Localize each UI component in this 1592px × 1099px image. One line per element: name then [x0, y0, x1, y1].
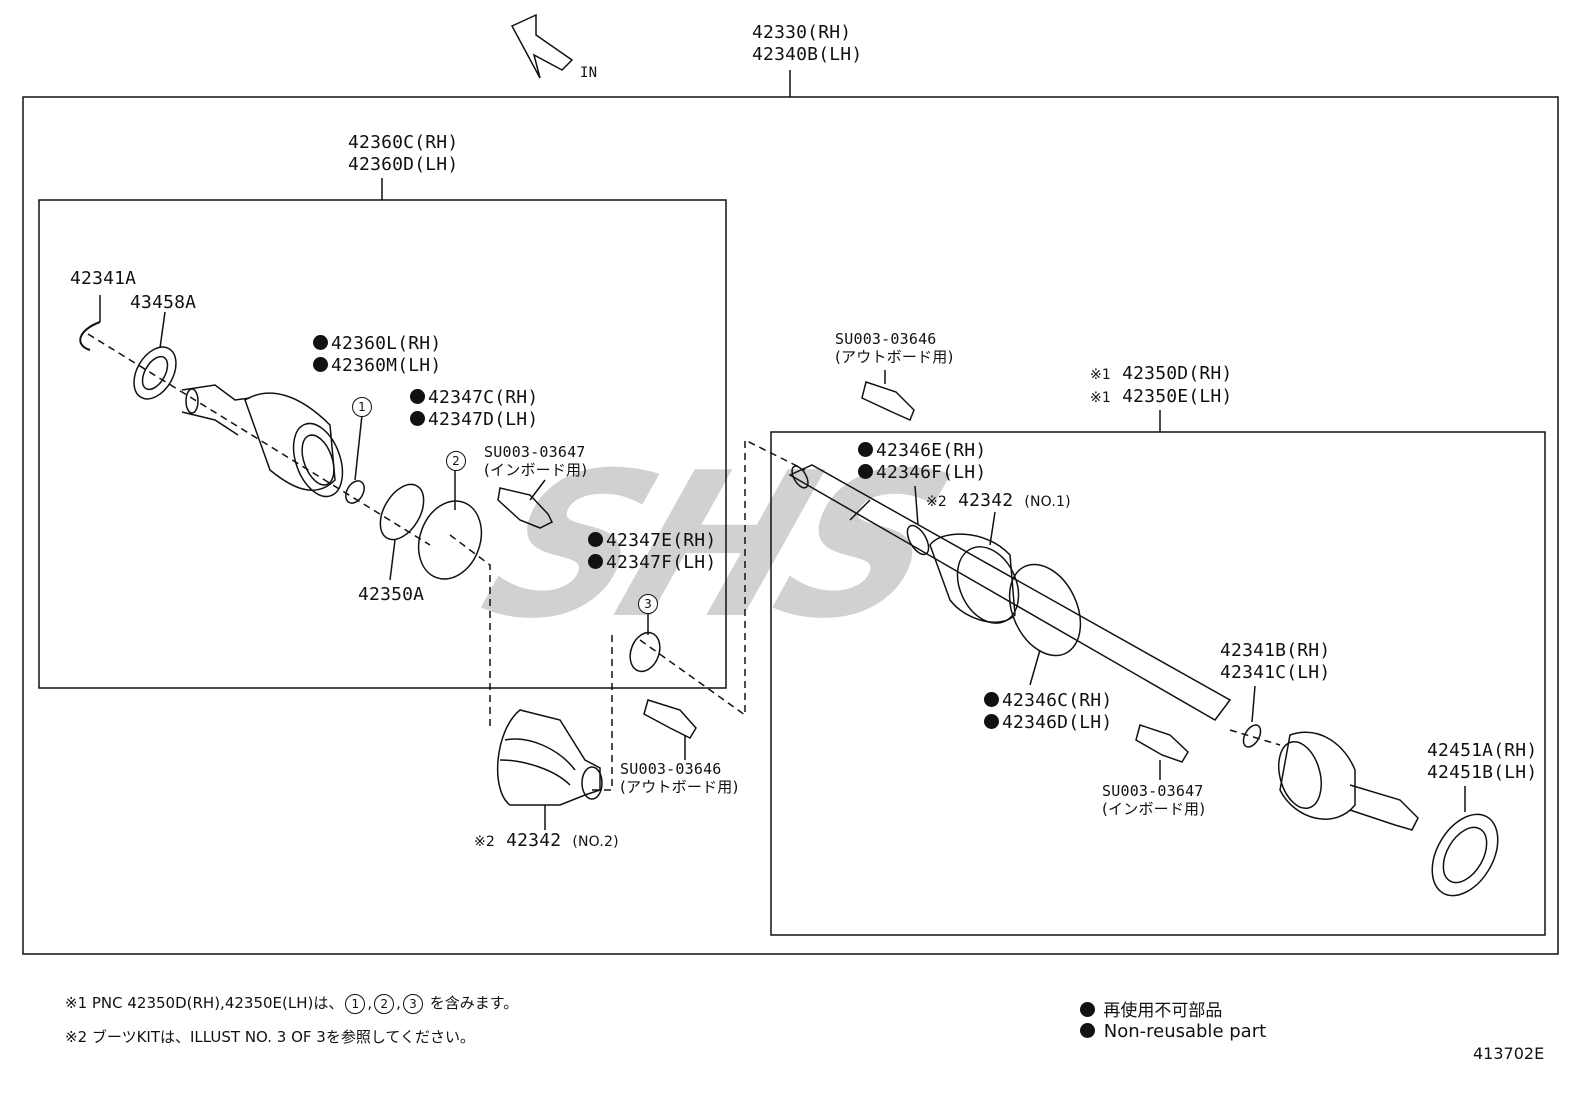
non-reusable-icon [410, 411, 425, 426]
non-reusable-icon [984, 692, 999, 707]
su-outboard-2[interactable]: SU003-03646 (アウトボード用) [620, 760, 739, 796]
su-inboard-2-code: SU003-03647 [1102, 782, 1204, 800]
part-42360L-M[interactable]: 42360L(RH) 42360M(LH) [313, 333, 441, 377]
part-42346D: 42346D(LH) [1002, 712, 1113, 733]
outboard-group-mark-2: ※1 [1090, 390, 1112, 406]
part-42341B: 42341B(RH) [1220, 640, 1331, 661]
outboard-group-part-number[interactable]: ※1 42350D(RH) ※1 42350E(LH) [1090, 363, 1232, 409]
part-42347C-D[interactable]: 42347C(RH) 42347D(LH) [410, 387, 538, 431]
su-inboard-1-note: (インボード用) [484, 461, 588, 479]
boot-no2-mark: ※2 [474, 834, 496, 850]
footnote-circle-1: 1 [345, 994, 366, 1014]
part-42346F: 42346F(LH) [876, 462, 987, 483]
legend-jp-text: 再使用不可部品 [1103, 1001, 1223, 1021]
su-outboard-1-code: SU003-03646 [835, 330, 937, 348]
su-inboard-1-code: SU003-03647 [484, 443, 586, 461]
callout-circle-3: 3 [638, 594, 658, 614]
boot-no1[interactable]: ※2 42342 (NO.1) [926, 490, 1071, 513]
callout-circle-1: 1 [352, 397, 372, 417]
footnote-2: ※2 ブーツKITは、ILLUST NO. 3 OF 3を参照してください。 [65, 1028, 475, 1046]
non-reusable-icon [313, 335, 328, 350]
part-42341C: 42341C(LH) [1220, 662, 1331, 683]
footnote-circle-3: 3 [402, 994, 423, 1014]
su-outboard-1[interactable]: SU003-03646 (アウトボード用) [835, 330, 954, 366]
su-inboard-2-note: (インボード用) [1102, 800, 1206, 818]
non-reusable-icon [410, 389, 425, 404]
non-reusable-icon [1080, 1002, 1095, 1017]
legend-en-text: Non-reusable part [1103, 1021, 1267, 1042]
assembly-rh: 42330(RH) [752, 22, 852, 43]
part-42346E: 42346E(RH) [876, 440, 987, 461]
part-42451A: 42451A(RH) [1427, 740, 1538, 761]
in-arrow-icon [510, 13, 574, 79]
inboard-group-part-number[interactable]: 42360C(RH) 42360D(LH) [348, 132, 458, 176]
part-42341A[interactable]: 42341A [70, 268, 137, 289]
part-42341B-C[interactable]: 42341B(RH) 42341C(LH) [1220, 640, 1330, 684]
non-reusable-icon [984, 714, 999, 729]
footnote-1: ※1 PNC 42350D(RH),42350E(LH)は、1,2,3 を含みま… [65, 992, 518, 1014]
direction-label: IN [580, 65, 598, 81]
footnote-1-text: ※1 PNC 42350D(RH),42350E(LH)は、 [65, 994, 344, 1012]
callout-circle-2: 2 [446, 451, 466, 471]
non-reusable-icon [1080, 1023, 1095, 1038]
part-42346C: 42346C(RH) [1002, 690, 1113, 711]
su-outboard-2-code: SU003-03646 [620, 760, 722, 778]
non-reusable-icon [588, 532, 603, 547]
su-inboard-1[interactable]: SU003-03647 (インボード用) [484, 443, 587, 479]
part-42360L: 42360L(RH) [331, 333, 442, 354]
part-42347D: 42347D(LH) [428, 409, 539, 430]
outboard-frame [770, 431, 1546, 936]
part-43458A[interactable]: 43458A [130, 292, 197, 313]
boot-no1-mark: ※2 [926, 494, 948, 510]
su-outboard-2-note: (アウトボード用) [620, 778, 739, 796]
boot-no1-suffix: (NO.1) [1024, 494, 1071, 510]
inboard-group-lh: 42360D(LH) [348, 154, 459, 175]
footnote-sep-2: , [396, 994, 401, 1012]
legend-en: Non-reusable part [1080, 1021, 1266, 1042]
non-reusable-icon [588, 554, 603, 569]
non-reusable-icon [858, 442, 873, 457]
footnote-1-tail: を含みます。 [424, 994, 519, 1012]
part-42346E-F[interactable]: 42346E(RH) 42346F(LH) [858, 440, 986, 484]
part-42350A[interactable]: 42350A [358, 584, 425, 605]
footnote-circle-2: 2 [374, 994, 395, 1014]
outboard-group-lh: 42350E(LH) [1122, 386, 1233, 407]
part-42451B: 42451B(LH) [1427, 762, 1538, 783]
part-42347C: 42347C(RH) [428, 387, 539, 408]
legend-jp: 再使用不可部品 [1080, 996, 1222, 1021]
assembly-frame [22, 96, 1559, 955]
boot-no1-number: 42342 [958, 490, 1014, 511]
part-42346C-D[interactable]: 42346C(RH) 42346D(LH) [984, 690, 1112, 734]
inboard-frame [38, 199, 727, 689]
part-42360M: 42360M(LH) [331, 355, 442, 376]
part-42347E-F[interactable]: 42347E(RH) 42347F(LH) [588, 530, 716, 574]
footnote-sep-1: , [367, 994, 373, 1012]
assembly-part-number[interactable]: 42330(RH) 42340B(LH) [752, 22, 862, 66]
boot-no2[interactable]: ※2 42342 (NO.2) [474, 830, 619, 853]
non-reusable-icon [313, 357, 328, 372]
illustration-id: 413702E [1473, 1044, 1545, 1063]
outboard-group-rh: 42350D(RH) [1122, 363, 1233, 384]
su-outboard-1-note: (アウトボード用) [835, 348, 954, 366]
inboard-group-rh: 42360C(RH) [348, 132, 459, 153]
part-42347F: 42347F(LH) [606, 552, 717, 573]
boot-no2-number: 42342 [506, 830, 562, 851]
part-42451A-B[interactable]: 42451A(RH) 42451B(LH) [1427, 740, 1537, 784]
assembly-lh: 42340B(LH) [752, 44, 863, 65]
outboard-group-mark: ※1 [1090, 367, 1112, 383]
part-42347E: 42347E(RH) [606, 530, 717, 551]
boot-no2-suffix: (NO.2) [572, 834, 619, 850]
non-reusable-icon [858, 464, 873, 479]
su-inboard-2[interactable]: SU003-03647 (インボード用) [1102, 782, 1205, 818]
